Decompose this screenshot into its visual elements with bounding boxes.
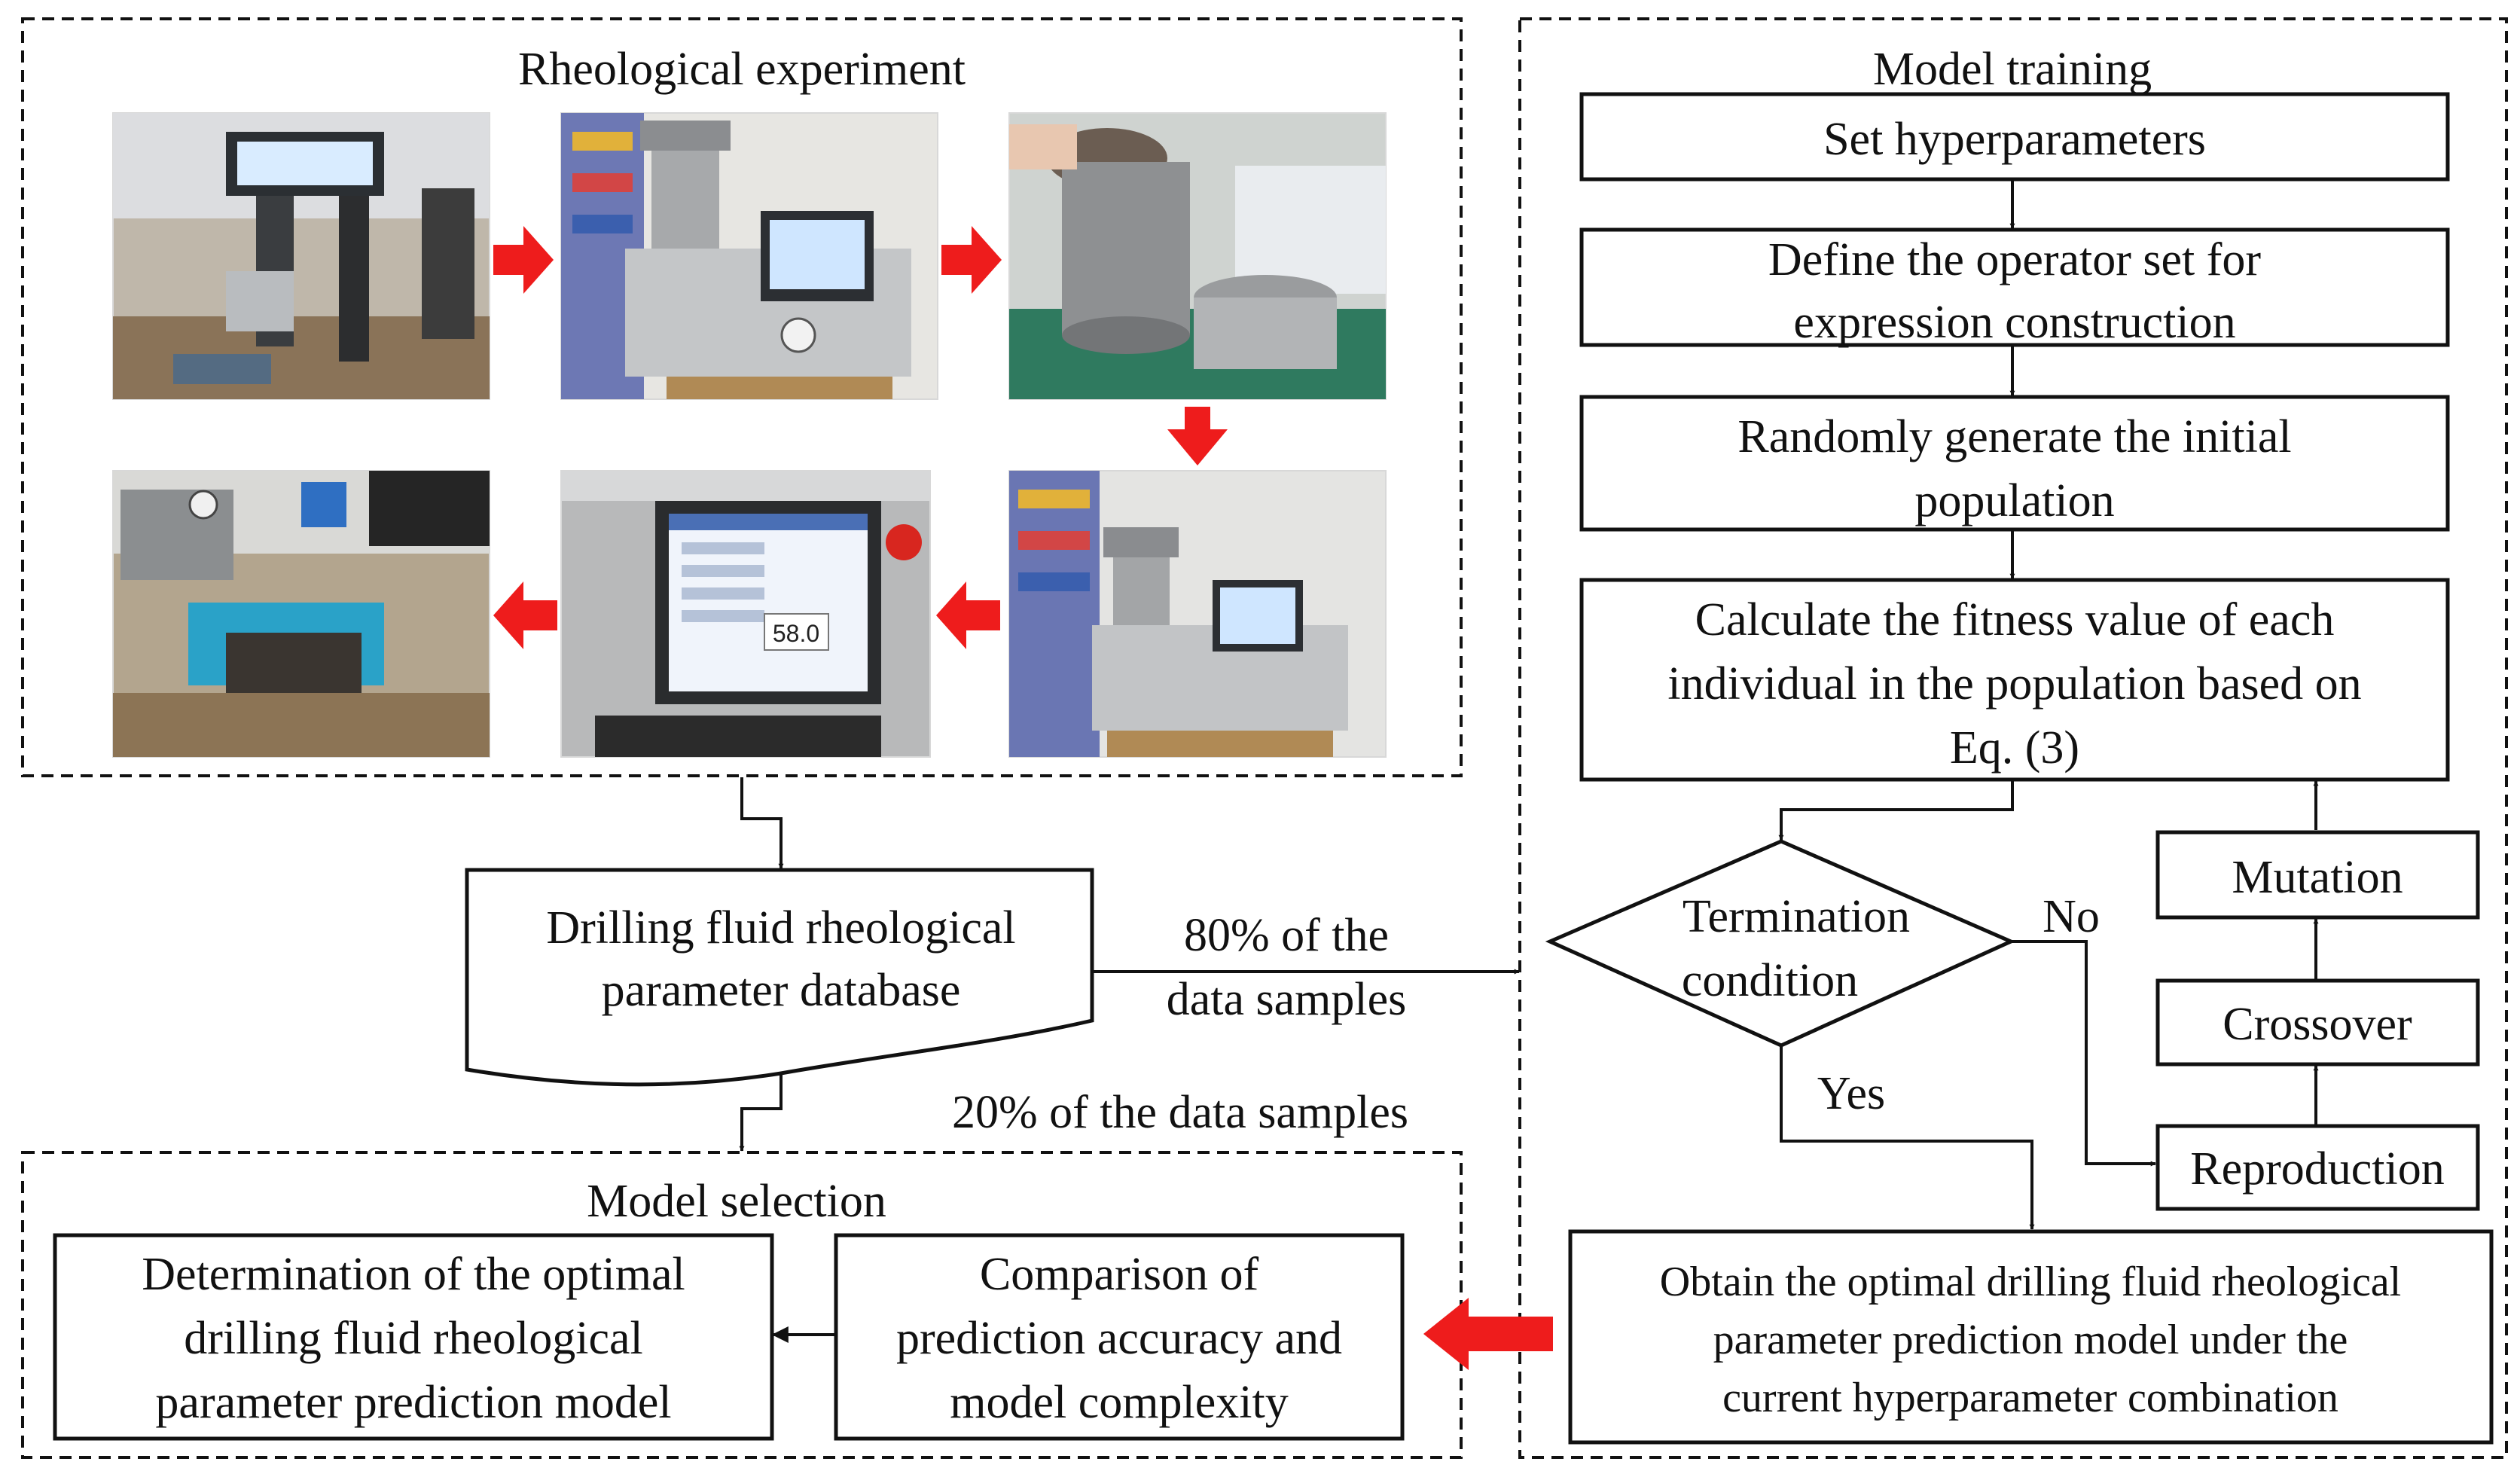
determination-line3: parameter prediction model [155, 1377, 671, 1428]
termination-line2: condition [1682, 955, 1858, 1006]
determination-line2: drilling fluid rheological [184, 1313, 643, 1364]
box-crossover [2155, 978, 2480, 1067]
label-yes: Yes [1817, 1068, 1885, 1119]
box-optimal-model [1568, 1229, 2494, 1445]
mutation-label: Mutation [2232, 852, 2403, 903]
panel-model-training [1518, 17, 2508, 1459]
database-label-line1: Drilling fluid rheological [546, 902, 1015, 954]
determination-line1: Determination of the optimal [142, 1249, 685, 1300]
box-operator-set [1579, 227, 2450, 347]
operator-set-line2: expression construction [1793, 297, 2235, 348]
red-arrow-big [1423, 1298, 1553, 1370]
fitness-line3: Eq. (3) [1950, 722, 2079, 774]
split-train-line1: 80% of the [1184, 910, 1389, 961]
title-rheological-experiment: Rheological experiment [518, 44, 966, 95]
red-arrow-5 [493, 581, 557, 649]
title-model-training: Model training [1873, 44, 2152, 95]
red-arrow-3 [1167, 407, 1228, 465]
optimal-model-line1: Obtain the optimal drilling fluid rheolo… [1660, 1259, 2401, 1305]
split-test: 20% of the data samples [952, 1087, 1408, 1138]
red-arrow-1 [493, 226, 554, 294]
initial-population-line2: population [1914, 475, 2114, 526]
arrow-fitness-to-termination [1778, 780, 2014, 841]
photo-rheometer-1 [112, 112, 490, 400]
red-arrow-2 [941, 226, 1002, 294]
diamond-termination [1545, 839, 2016, 1048]
box-mutation [2155, 830, 2480, 920]
label-no: No [2043, 891, 2100, 942]
optimal-model-line2: parameter prediction model under the [1713, 1317, 2348, 1363]
photo-rheometer-2 [1008, 470, 1387, 758]
arrow-experiment-to-database [740, 777, 784, 869]
comparison-line1: Comparison of [980, 1249, 1259, 1300]
comparison-line2: prediction accuracy and [896, 1313, 1342, 1364]
title-model-selection: Model selection [587, 1176, 886, 1227]
photo-control-panel: 58.0 [560, 470, 931, 758]
arrow-yes-to-optimal [1780, 1047, 2035, 1230]
box-initial-population [1579, 395, 2450, 532]
box-determination [53, 1233, 774, 1441]
photo-cleaning [112, 470, 490, 758]
fitness-line2: individual in the population based on [1667, 658, 2361, 710]
operator-set-line1: Define the operator set for [1768, 234, 2262, 285]
box-reproduction [2155, 1124, 2480, 1211]
optimal-model-line3: current hyperparameter combination [1722, 1375, 2338, 1421]
fitness-line1: Calculate the fitness value of each [1695, 594, 2335, 645]
comparison-line3: model complexity [950, 1377, 1288, 1428]
database-shape [465, 868, 1094, 1087]
reproduction-label: Reproduction [2190, 1143, 2445, 1195]
box-fitness [1579, 578, 2450, 782]
initial-population-line1: Randomly generate the initial [1737, 411, 2291, 462]
set-hyperparameters-label: Set hyperparameters [1823, 114, 2206, 165]
termination-line1: Termination [1683, 891, 1910, 942]
red-arrow-4 [936, 581, 1000, 649]
split-train-line2: data samples [1167, 974, 1407, 1025]
arrow-no-to-reproduction [2011, 940, 2156, 1167]
photo-hthp-rheometer [560, 112, 938, 400]
database-label-line2: parameter database [602, 965, 961, 1016]
box-set-hyperparameters [1579, 92, 2450, 182]
crossover-label: Crossover [2223, 999, 2412, 1050]
control-panel-readout: 58.0 [773, 620, 819, 647]
box-comparison [834, 1233, 1405, 1441]
arrow-database-to-selection [739, 1070, 783, 1152]
photo-sample-cup [1008, 112, 1387, 400]
